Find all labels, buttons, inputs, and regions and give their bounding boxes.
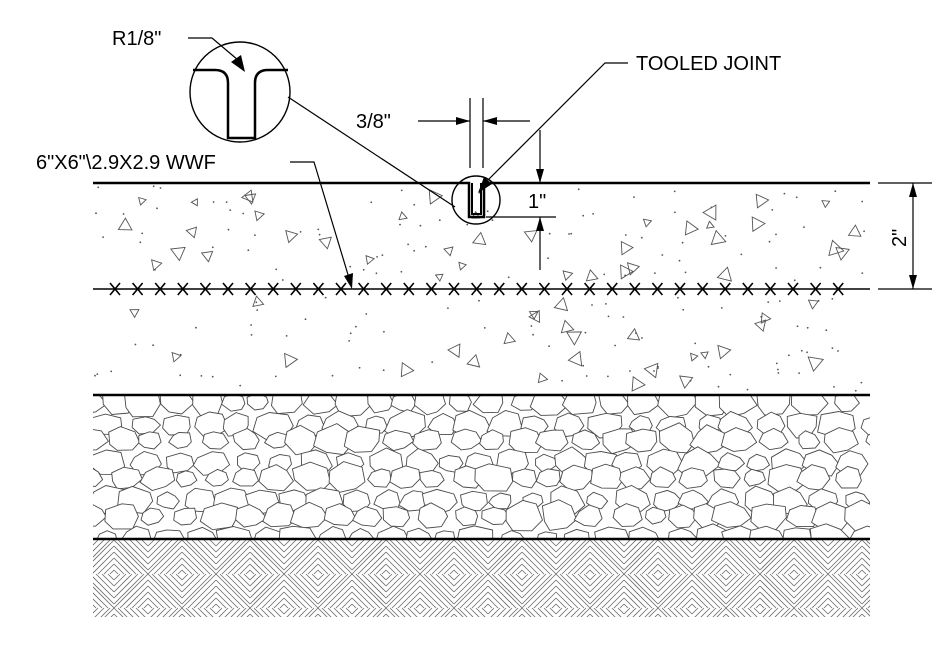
joint-depth-arrow-top [536,169,544,183]
tooled-joint-leader [483,62,628,185]
mesh-label: 6"X6"\2.9X2.9 WWF [36,152,216,174]
enlarged-joint-detail [189,41,291,143]
slab-thickness-arrow-top [909,183,917,197]
joint-depth-label: 1" [528,191,546,213]
joint-width-arrow-left [456,117,470,125]
slab-thickness-label: 2" [889,229,911,247]
radius-leader [188,37,239,61]
welded-wire-fabric [93,282,870,296]
subgrade-hatch [93,540,870,617]
gravel-hatch [93,396,870,538]
detail-leader [287,96,456,208]
slab-thickness-arrow-bottom [909,275,917,289]
slab-thickness-dimension [878,182,932,290]
joint-width-arrow-right [483,117,497,125]
joint-callout-circle [451,175,501,225]
tooled-joint-arrowhead [478,177,492,193]
joint-depth-arrow-bottom [536,217,544,231]
slab-top-line [93,181,870,219]
radius-label: R1/8" [112,28,161,50]
joint-width-dimension [418,98,530,168]
radius-arrowhead [231,55,245,72]
mesh-leader [290,161,350,279]
tooled-joint-label: TOOLED JOINT [636,53,781,75]
joint-width-label: 3/8" [356,111,391,133]
mesh-arrowhead [344,273,353,289]
tooled-joint-groove [471,183,482,215]
